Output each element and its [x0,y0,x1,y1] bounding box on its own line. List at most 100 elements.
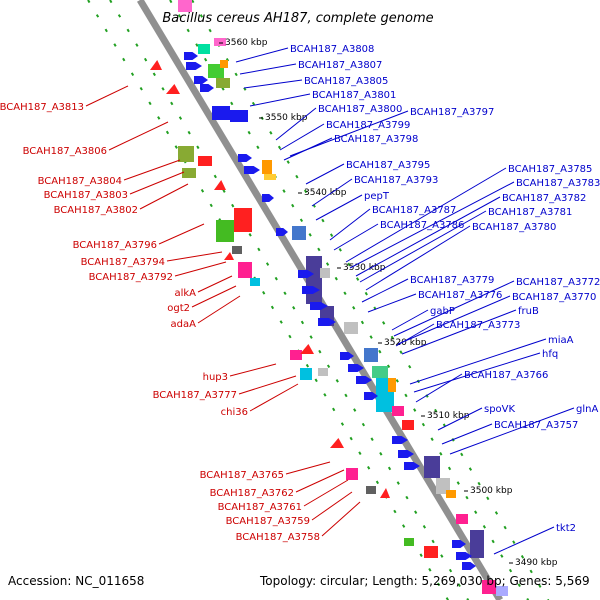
gene-label-left[interactable]: chi36 [221,407,248,418]
gene-feature[interactable] [318,318,336,326]
gene-label-right[interactable]: BCAH187_A3800 [318,104,402,115]
gene-feature[interactable] [238,154,252,162]
gene-feature[interactable] [496,586,508,596]
gene-feature[interactable] [214,180,226,190]
gene-label-right[interactable]: BCAH187_A3801 [312,90,396,101]
gene-label-right[interactable]: BCAH187_A3779 [410,275,494,286]
gene-feature[interactable] [244,166,260,174]
gene-feature[interactable] [366,486,376,494]
gene-feature[interactable] [200,84,214,92]
gene-label-left[interactable]: BCAH187_A3792 [89,272,173,283]
gene-label-right[interactable]: BCAH187_A3776 [418,290,502,301]
gene-label-right[interactable]: BCAH187_A3785 [508,164,592,175]
gene-feature[interactable] [344,322,358,334]
gene-feature[interactable] [150,60,162,70]
gene-feature[interactable] [194,76,208,84]
gene-label-right[interactable]: BCAH187_A3757 [494,420,578,431]
gene-feature[interactable] [456,552,472,560]
gene-label-left[interactable]: BCAH187_A3803 [44,190,128,201]
gene-feature[interactable] [318,368,328,376]
gene-label-left[interactable]: hup3 [203,372,228,383]
gene-label-left[interactable]: BCAH187_A3758 [236,532,320,543]
gene-feature[interactable] [214,38,226,46]
gene-feature[interactable] [306,256,322,304]
gene-label-right[interactable]: BCAH187_A3807 [298,60,382,71]
gene-feature[interactable] [482,580,496,594]
gene-label-left[interactable]: BCAH187_A3762 [210,488,294,499]
gene-feature[interactable] [232,246,242,254]
gene-label-right[interactable]: BCAH187_A3799 [326,120,410,131]
gene-feature[interactable] [292,226,306,240]
gene-label-left[interactable]: BCAH187_A3794 [81,257,165,268]
gene-feature[interactable] [452,540,466,548]
gene-label-right[interactable]: BCAH187_A3793 [354,175,438,186]
gene-label-right[interactable]: BCAH187_A3766 [464,370,548,381]
gene-feature[interactable] [230,110,248,122]
gene-label-left[interactable]: adaA [171,319,197,330]
gene-feature[interactable] [462,562,476,570]
gene-label-left[interactable]: BCAH187_A3806 [23,146,107,157]
gene-feature[interactable] [186,62,202,70]
gene-feature[interactable] [178,0,192,12]
gene-feature[interactable] [402,420,414,430]
gene-label-right[interactable]: BCAH187_A3781 [488,207,572,218]
gene-feature[interactable] [262,160,272,174]
gene-label-right[interactable]: BCAH187_A3773 [436,320,520,331]
gene-feature[interactable] [262,194,274,202]
gene-feature[interactable] [356,376,372,384]
gene-label-right[interactable]: BCAH187_A3780 [472,222,556,233]
gene-feature[interactable] [216,78,230,88]
gene-feature[interactable] [424,546,438,558]
gene-feature[interactable] [220,60,228,68]
gene-feature[interactable] [224,252,234,260]
gene-feature[interactable] [330,438,344,448]
gene-label-left[interactable]: BCAH187_A3777 [153,390,237,401]
gene-feature[interactable] [388,378,396,392]
gene-label-right[interactable]: tkt2 [556,523,576,534]
gene-feature[interactable] [182,168,196,178]
gene-label-right[interactable]: BCAH187_A3786 [380,220,464,231]
gene-label-right[interactable]: BCAH187_A3795 [346,160,430,171]
gene-label-right[interactable]: BCAH187_A3787 [372,205,456,216]
gene-feature[interactable] [424,456,440,478]
gene-label-right[interactable]: BCAH187_A3805 [304,76,388,87]
gene-feature[interactable] [276,228,288,236]
gene-label-left[interactable]: BCAH187_A3813 [0,102,84,113]
gene-label-right[interactable]: BCAH187_A3798 [334,134,418,145]
gene-feature[interactable] [346,468,358,480]
gene-label-right[interactable]: BCAH187_A3797 [410,107,494,118]
gene-feature[interactable] [364,392,378,400]
gene-label-right[interactable]: BCAH187_A3782 [502,193,586,204]
gene-label-right[interactable]: fruB [518,306,539,317]
gene-feature[interactable] [166,84,180,94]
gene-feature[interactable] [198,156,212,166]
gene-label-right[interactable]: BCAH187_A3772 [516,277,600,288]
gene-feature[interactable] [398,450,414,458]
gene-feature[interactable] [216,220,234,242]
gene-label-right[interactable]: pepT [364,191,390,202]
gene-feature[interactable] [238,262,252,278]
gene-feature[interactable] [184,52,198,60]
gene-label-right[interactable]: glnA [576,404,598,415]
gene-feature[interactable] [298,270,314,278]
gene-feature[interactable] [392,406,404,416]
gene-feature[interactable] [446,490,456,498]
gene-feature[interactable] [302,286,320,294]
gene-label-right[interactable]: hfq [542,349,558,360]
gene-feature[interactable] [178,146,194,162]
gene-feature[interactable] [470,530,484,558]
gene-feature[interactable] [364,348,378,362]
gene-feature[interactable] [234,208,252,232]
gene-feature[interactable] [340,352,354,360]
gene-label-right[interactable]: spoVK [484,404,516,415]
gene-feature[interactable] [290,350,302,360]
gene-label-left[interactable]: BCAH187_A3796 [73,240,157,251]
gene-feature[interactable] [264,174,276,180]
gene-feature[interactable] [300,344,314,354]
gene-label-left[interactable]: alkA [174,288,196,299]
gene-feature[interactable] [456,514,468,524]
gene-feature[interactable] [380,488,390,498]
gene-label-right[interactable]: BCAH187_A3808 [290,44,374,55]
gene-label-left[interactable]: ogt2 [167,303,190,314]
gene-label-right[interactable]: BCAH187_A3783 [516,178,600,189]
